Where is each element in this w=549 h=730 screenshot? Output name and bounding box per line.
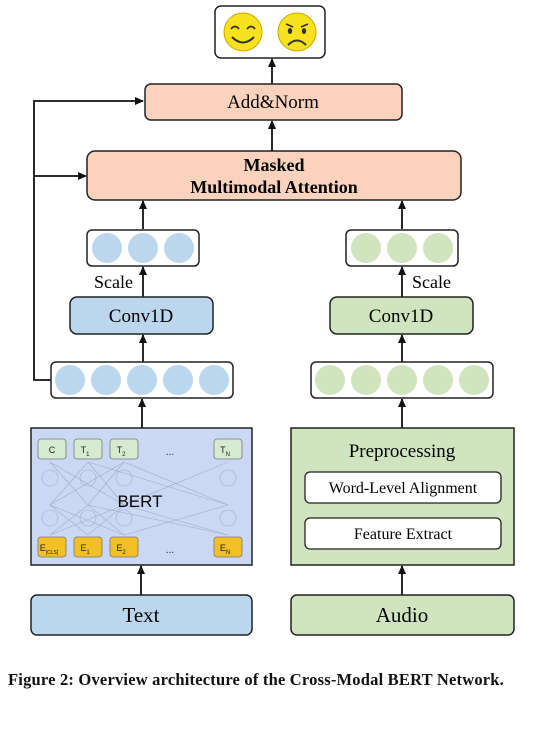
feature-extract-label: Feature Extract bbox=[354, 526, 453, 543]
text-scale-label: Scale bbox=[94, 272, 133, 292]
attention-label-line1: Masked bbox=[243, 155, 304, 175]
feature-extract-box bbox=[304, 517, 502, 550]
audio-scale-label: Scale bbox=[412, 272, 451, 292]
audio-input-label: Audio bbox=[376, 603, 429, 627]
bert-output-token-label: T2 bbox=[117, 445, 127, 458]
bert-input-embeddings: E[CLS] E1 E2... EN bbox=[37, 536, 243, 558]
bert-output-tokens: C T1 T2... TN bbox=[37, 438, 243, 460]
bert-input-embedding-label: E2 bbox=[116, 543, 126, 556]
add-norm-block: Add&Norm bbox=[144, 83, 403, 121]
preprocessing-label: Preprocessing bbox=[349, 441, 456, 462]
attention-label-line2: Multimodal Attention bbox=[190, 177, 358, 197]
audio-feature-vector bbox=[310, 361, 494, 399]
residual-connection-line bbox=[33, 97, 144, 381]
bert-output-token-box bbox=[109, 438, 139, 460]
bert-output-token-ellipsis: ... bbox=[166, 446, 175, 458]
word-alignment-box bbox=[304, 471, 502, 504]
bert-output-token-label: C bbox=[49, 445, 56, 455]
bert-input-embedding-label: EN bbox=[220, 543, 230, 556]
text-input-label: Text bbox=[122, 603, 159, 627]
bert-input-embedding-label: E[CLS] bbox=[40, 543, 59, 556]
bert-hidden-network bbox=[41, 461, 237, 536]
word-alignment-label: Word-Level Alignment bbox=[329, 480, 478, 497]
figure-caption: Figure 2: Overview architecture of the C… bbox=[8, 670, 504, 689]
bert-output-token-label: TN bbox=[220, 445, 230, 458]
text-conv1d-block: Conv1D bbox=[69, 296, 214, 335]
audio-conv1d-label: Conv1D bbox=[369, 306, 433, 327]
audio-input-block: Audio bbox=[290, 594, 515, 636]
bert-input-embedding-ellipsis: ... bbox=[166, 544, 175, 556]
text-feature-vector bbox=[50, 361, 234, 399]
audio-scaled-feature-vector bbox=[345, 229, 459, 267]
bert-input-embedding-box bbox=[213, 536, 243, 558]
bert-output-token-box bbox=[73, 438, 103, 460]
output-sentiment-box bbox=[214, 5, 326, 59]
bert-output-token-box bbox=[37, 438, 67, 460]
bert-input-embedding-label: E1 bbox=[80, 543, 90, 556]
text-scaled-feature-vector bbox=[86, 229, 200, 267]
text-input-block: Text bbox=[30, 594, 253, 636]
text-conv1d-label: Conv1D bbox=[109, 306, 173, 327]
frowning-face-icon bbox=[277, 12, 317, 52]
add-norm-label: Add&Norm bbox=[227, 92, 319, 113]
bert-output-token-box bbox=[213, 438, 243, 460]
preprocessing-block: Preprocessing Word-Level Alignment Featu… bbox=[290, 427, 515, 566]
bert-block: BERT C T1 T2... TN E[CLS] E1 E2... EN bbox=[30, 427, 253, 566]
bert-output-token-label: T1 bbox=[81, 445, 91, 458]
bert-input-embedding-box bbox=[73, 536, 103, 558]
bert-input-embedding-box bbox=[37, 536, 67, 558]
bert-label: BERT bbox=[117, 492, 162, 511]
bert-input-embedding-box bbox=[109, 536, 139, 558]
smiling-face-icon bbox=[223, 12, 263, 52]
audio-conv1d-block: Conv1D bbox=[329, 296, 474, 335]
masked-multimodal-attention-block: Masked Multimodal Attention bbox=[86, 150, 462, 201]
